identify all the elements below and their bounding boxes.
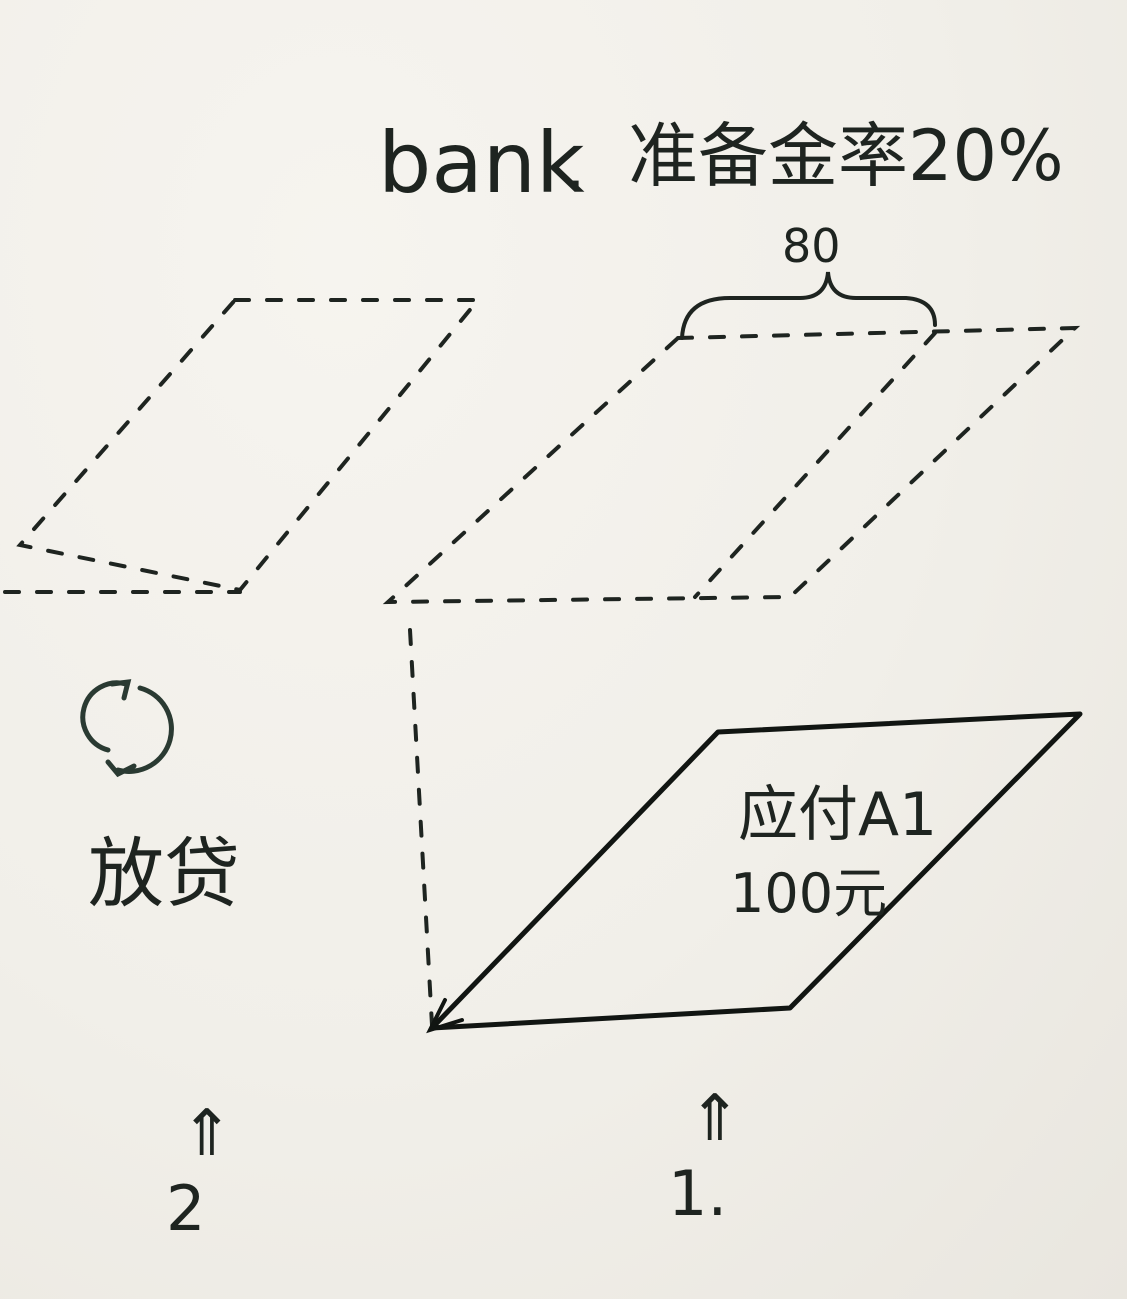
sheet-label-line1: 应付A1 (738, 780, 937, 850)
refresh-cycle-icon (80, 679, 174, 778)
title-separator: . (566, 133, 585, 203)
marker-label-1: 1. (668, 1157, 727, 1230)
curly-brace (680, 271, 937, 340)
marker-arrow-1: ⇑ (688, 1082, 742, 1156)
dashed-sheet-right (382, 325, 1081, 605)
brace-label: 80 (782, 219, 841, 273)
dashed-connector (408, 628, 434, 1027)
title-rate: 准备金率20% (628, 115, 1064, 197)
dashed-divider (693, 331, 937, 599)
dashed-sheet-left (16, 298, 483, 593)
title-word: bank (378, 114, 585, 212)
marker-label-2: 2 (166, 1172, 205, 1245)
marker-arrow-2: ⇑ (180, 1097, 234, 1171)
corner-arrow (426, 998, 464, 1034)
solid-sheet (429, 711, 1083, 1031)
sheet-label-line2: 100元 (730, 862, 887, 925)
cycle-label: 放贷 (88, 829, 240, 918)
